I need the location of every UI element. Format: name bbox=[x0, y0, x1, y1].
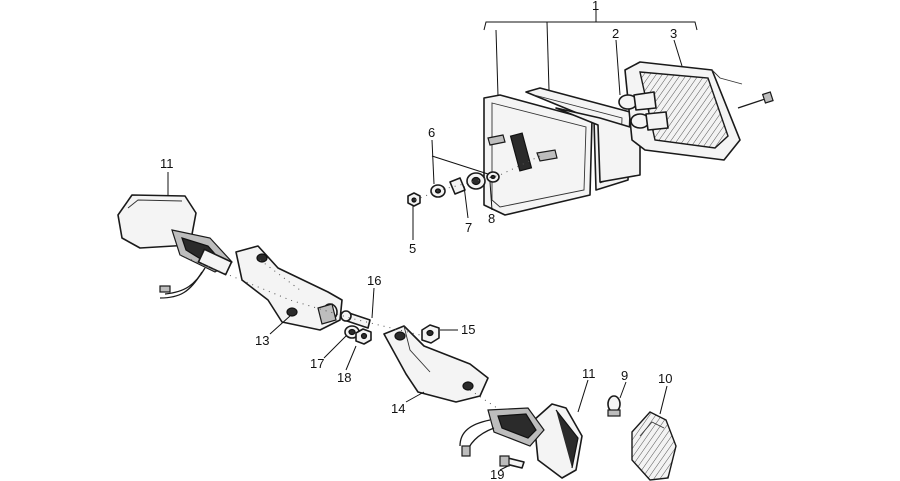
callout-16: 16 bbox=[367, 273, 381, 288]
callout-8: 8 bbox=[488, 211, 495, 226]
right-bracket bbox=[383, 325, 489, 403]
callout-3: 3 bbox=[670, 26, 677, 41]
callout-11-left: 11 bbox=[160, 156, 174, 171]
callout-17: 17 bbox=[310, 356, 324, 371]
callout-10: 10 bbox=[658, 371, 672, 386]
left-bracket bbox=[235, 245, 343, 331]
bracket-hardware bbox=[340, 310, 440, 345]
right-turn-signal bbox=[459, 395, 677, 481]
callout-9: 9 bbox=[621, 368, 628, 383]
tail-light-assembly bbox=[483, 61, 774, 216]
leader-lines bbox=[167, 10, 698, 471]
fastener-hardware bbox=[407, 155, 541, 207]
callout-labels: 1 2 3 5 6 7 8 11 16 15 13 17 18 14 11 9 … bbox=[160, 0, 677, 481]
callout-18: 18 bbox=[337, 370, 351, 385]
callout-13: 13 bbox=[255, 333, 269, 348]
callout-2: 2 bbox=[612, 26, 619, 41]
callout-6: 6 bbox=[428, 125, 435, 140]
callout-15: 15 bbox=[461, 322, 475, 337]
callout-14: 14 bbox=[391, 401, 405, 416]
callout-19: 19 bbox=[490, 467, 504, 481]
callout-11-right: 11 bbox=[582, 366, 596, 381]
callout-7: 7 bbox=[465, 220, 472, 235]
callout-5: 5 bbox=[409, 241, 416, 256]
left-turn-signal bbox=[117, 194, 233, 299]
callout-1: 1 bbox=[592, 0, 599, 13]
